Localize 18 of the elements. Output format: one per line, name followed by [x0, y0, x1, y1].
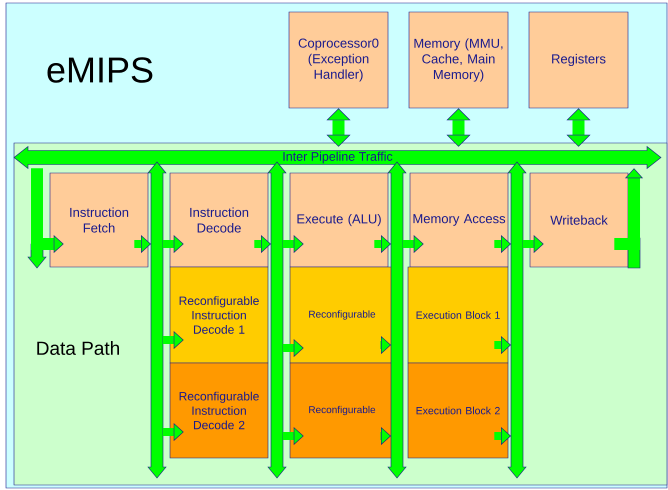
unit-box: Memory (MMU, Cache, Main Memory): [408, 12, 508, 108]
arrow: [446, 108, 471, 147]
execution-block: Execution Block 2: [408, 362, 508, 458]
reconfigurable-block: Reconfigurable Instruction Decode 2: [170, 362, 268, 458]
reconfigurable-block: Reconfigurable Instruction Decode 1: [170, 266, 268, 364]
stage-box: Execute (ALU): [290, 172, 388, 268]
unit-box: Coprocessor0 (Exception Handler): [288, 12, 388, 108]
reconfigurable-block: Reconfigurable: [290, 266, 394, 364]
stage-box: Writeback: [530, 172, 628, 268]
stage-box: Instruction Fetch: [50, 172, 148, 268]
stage-box: Instruction Decode: [170, 172, 268, 268]
execution-block: Execution Block 1: [408, 266, 508, 364]
arrow: [27, 168, 64, 268]
arrow: [326, 108, 351, 147]
stage-box: Memory Access: [410, 172, 508, 268]
reconfigurable-block: Reconfigurable: [290, 362, 394, 458]
unit-box: Registers: [528, 12, 628, 108]
arrow: [566, 108, 591, 147]
